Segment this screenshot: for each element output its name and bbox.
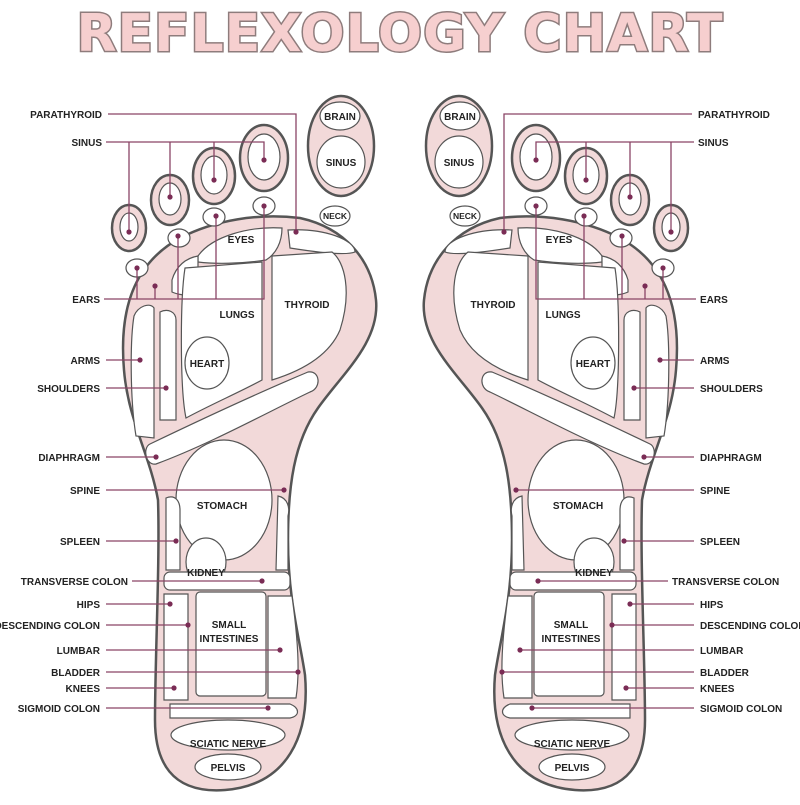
zone-intestines-right: INTESTINES xyxy=(542,634,601,645)
zone-small-right: SMALL xyxy=(554,620,588,631)
zone-brain-left: BRAIN xyxy=(324,112,356,123)
zone-lungs-left: LUNGS xyxy=(220,310,255,321)
zone-intestines-left: INTESTINES xyxy=(200,634,259,645)
zone-stomach-right: STOMACH xyxy=(553,501,603,512)
label-shoulders-right: SHOULDERS xyxy=(700,384,763,395)
zone-neck-left: NECK xyxy=(323,211,348,221)
zone-sciatic-nerve-right: SCIATIC NERVE xyxy=(534,739,611,750)
zone-sinus-left: SINUS xyxy=(326,158,357,169)
right-zone-labels: BRAIN SINUS NECK EYES LUNGS THYROID HEAR… xyxy=(444,112,613,774)
label-sigmoid-colon-right: SIGMOID COLON xyxy=(700,704,782,715)
zone-heart-left: HEART xyxy=(190,359,224,370)
left-foot xyxy=(102,94,378,792)
label-lumbar-left: LUMBAR xyxy=(57,646,101,657)
zone-small-left: SMALL xyxy=(212,620,246,631)
label-knees-left: KNEES xyxy=(66,684,101,695)
label-shoulders-left: SHOULDERS xyxy=(37,384,100,395)
zone-eyes-left: EYES xyxy=(228,235,255,246)
label-diaphragm-left: DIAPHRAGM xyxy=(38,453,100,464)
label-knees-right: KNEES xyxy=(700,684,735,695)
zone-thyroid-left: THYROID xyxy=(285,300,330,311)
zone-kidney-left: KIDNEY xyxy=(187,568,225,579)
zone-stomach-left: STOMACH xyxy=(197,501,247,512)
label-arms-right: ARMS xyxy=(700,356,730,367)
label-parathyroid-left: PARATHYROID xyxy=(30,110,102,121)
zone-sinus-right: SINUS xyxy=(444,158,475,169)
right-labels: PARATHYROID SINUS EARS ARMS SHOULDERS DI… xyxy=(672,110,800,715)
label-parathyroid-right: PARATHYROID xyxy=(698,110,770,121)
zone-brain-right: BRAIN xyxy=(444,112,476,123)
chart-title: REFLEXOLOGY CHART xyxy=(75,3,724,66)
label-arms-left: ARMS xyxy=(71,356,101,367)
zone-eyes-right: EYES xyxy=(546,235,573,246)
label-diaphragm-right: DIAPHRAGM xyxy=(700,453,762,464)
label-spleen-left: SPLEEN xyxy=(60,537,100,548)
zone-lungs-right: LUNGS xyxy=(546,310,581,321)
label-sinus-right: SINUS xyxy=(698,138,729,149)
zone-kidney-right: KIDNEY xyxy=(575,568,613,579)
label-transverse-colon-right: TRANSVERSE COLON xyxy=(672,577,779,588)
label-ears-right: EARS xyxy=(700,295,728,306)
label-bladder-right: BLADDER xyxy=(700,668,750,679)
label-hips-right: HIPS xyxy=(700,600,724,611)
label-ears-left: EARS xyxy=(72,295,100,306)
zone-sciatic-nerve-left: SCIATIC NERVE xyxy=(190,739,267,750)
label-bladder-left: BLADDER xyxy=(51,668,101,679)
zone-neck-right: NECK xyxy=(453,211,478,221)
label-spine-left: SPINE xyxy=(70,486,100,497)
label-lumbar-right: LUMBAR xyxy=(700,646,744,657)
label-transverse-colon-left: TRANSVERSE COLON xyxy=(21,577,128,588)
label-hips-left: HIPS xyxy=(77,600,101,611)
right-foot xyxy=(422,94,698,792)
label-descending-colon-left: DESCENDING COLON xyxy=(0,621,100,632)
zone-pelvis-left: PELVIS xyxy=(211,763,246,774)
left-zone-labels: BRAIN SINUS NECK EYES LUNGS THYROID HEAR… xyxy=(187,112,357,774)
label-descending-colon-right: DESCENDING COLON xyxy=(700,621,800,632)
zone-heart-right: HEART xyxy=(576,359,610,370)
label-spleen-right: SPLEEN xyxy=(700,537,740,548)
zone-thyroid-right: THYROID xyxy=(471,300,516,311)
label-sinus-left: SINUS xyxy=(71,138,102,149)
left-labels: PARATHYROID SINUS EARS ARMS SHOULDERS DI… xyxy=(0,110,128,715)
label-sigmoid-colon-left: SIGMOID COLON xyxy=(18,704,100,715)
zone-pelvis-right: PELVIS xyxy=(555,763,590,774)
label-spine-right: SPINE xyxy=(700,486,730,497)
